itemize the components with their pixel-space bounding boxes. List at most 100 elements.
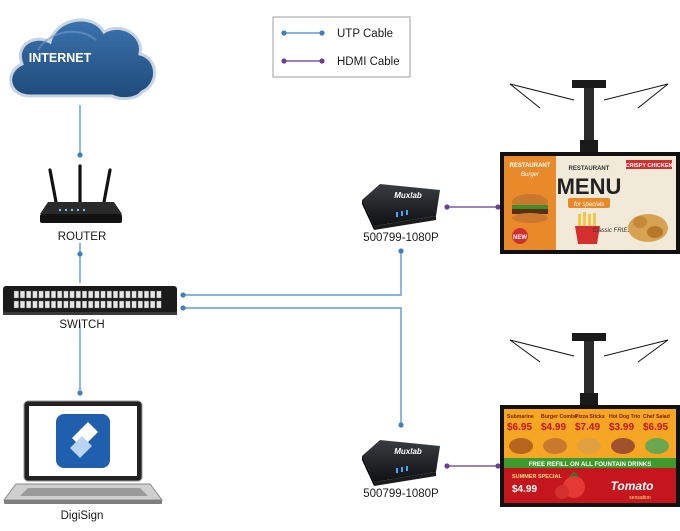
switch-port [32, 290, 38, 299]
menu-header-left-sub: Burger [521, 172, 540, 178]
extender-top: Muxlab 500799-1080P [362, 184, 440, 244]
switch-port [38, 300, 44, 309]
switch-port [20, 300, 26, 309]
menu-item-name: Chef Salad [643, 414, 670, 420]
menu-item: Chef Salad $6.95 [643, 414, 670, 454]
tomato-icon [555, 471, 585, 499]
router: ROUTER [40, 164, 122, 243]
switch-port [88, 300, 94, 309]
switch-port [13, 290, 19, 299]
cable-hdmi-top-dot-b [495, 204, 501, 210]
menu-promo-left: SUMMER SPECIAL [512, 474, 562, 480]
switch-port [100, 300, 106, 309]
cable-switch-extender-bottom-dot-a [180, 305, 186, 311]
cable-internet-router-dot [77, 152, 83, 158]
menu-item-price: $7.49 [575, 422, 600, 433]
switch-port [94, 290, 100, 299]
cables [77, 105, 501, 469]
legend-utp-label: UTP Cable [337, 28, 393, 40]
internet-cloud: INTERNET [9, 18, 156, 101]
food-icon [611, 438, 635, 454]
menu-item-name: Burger Combo [541, 414, 577, 420]
food-icon [509, 438, 533, 454]
switch-port [51, 290, 57, 299]
switch-port [32, 300, 38, 309]
extender-top-label: 500799-1080P [363, 232, 439, 244]
cable-switch-extender-top [183, 251, 402, 296]
switch-port [131, 300, 137, 309]
extender-box-icon [362, 184, 440, 230]
legend-hdmi-label: HDMI Cable [337, 56, 400, 68]
switch-label: SWITCH [59, 319, 104, 331]
menu-title-main: MENU [557, 174, 622, 199]
menu-items: Submarine $6.95 Burger Combo $4.99 Pizza Sti… [507, 414, 670, 454]
menu-item-name: Hot Dog Trio [609, 414, 640, 420]
menu-item-price: $6.95 [507, 422, 532, 433]
switch-port [75, 290, 81, 299]
switch-port [137, 290, 143, 299]
switch-port [137, 300, 143, 309]
menu-item-name: Pizza Sticks [575, 414, 605, 420]
menu-badge: NEW [513, 235, 527, 241]
legend: UTP Cable HDMI Cable [272, 16, 411, 78]
cable-switch-extender-bottom [183, 307, 402, 425]
switch-port [26, 290, 32, 299]
menu-header-right: CRISPY CHICKEN [626, 163, 673, 169]
food-icon [577, 438, 601, 454]
switch-port [26, 300, 32, 309]
menu-title-top: RESTAURANT [569, 166, 610, 172]
laptop: DigiSign [3, 400, 163, 522]
menu-item-price: $6.95 [643, 422, 668, 433]
switch-port [112, 300, 118, 309]
menu-item: Pizza Sticks $7.49 [575, 414, 605, 454]
internet-label: INTERNET [29, 51, 92, 65]
menu-title-sub: for specials [574, 202, 604, 208]
menu-header-right-bg [626, 160, 672, 169]
cable-hdmi-bottom-dot-a [444, 463, 450, 469]
menu-banner-bg [504, 458, 676, 468]
switch-port [106, 290, 112, 299]
switch: SWITCH [3, 286, 177, 331]
switch-port [13, 300, 19, 309]
menu-title-sub-bg [568, 198, 610, 208]
switch-port [119, 300, 125, 309]
extender-box-icon [362, 440, 440, 486]
cable-switch-extender-top-dot-a [180, 292, 186, 298]
menu-item: Submarine $6.95 [507, 414, 534, 454]
badge-icon [512, 228, 528, 244]
switch-port [69, 300, 75, 309]
switch-port [143, 300, 149, 309]
menu-promo-right: Tomato [611, 479, 654, 493]
switch-port [143, 290, 149, 299]
cable-switch-extender-bottom-dot-b [398, 422, 404, 428]
extender-bottom-brand: Muxlab [394, 447, 422, 456]
switch-port [106, 300, 112, 309]
legend-utp-dot-start [281, 30, 287, 36]
ceiling-mount-icon [509, 333, 669, 407]
food-icon [645, 438, 669, 454]
switch-port [44, 300, 50, 309]
switch-port [57, 290, 63, 299]
switch-port [63, 290, 69, 299]
switch-port [81, 300, 87, 309]
legend-box [272, 16, 411, 78]
switch-port [20, 290, 26, 299]
ceiling-mount-icon [509, 80, 669, 154]
switch-port [75, 300, 81, 309]
cable-hdmi-bottom-dot-b [495, 463, 501, 469]
switch-port [112, 290, 118, 299]
switch-port [88, 290, 94, 299]
switch-port [38, 290, 44, 299]
switch-port [156, 290, 162, 299]
menu-promo-right-sub: sensation [629, 495, 651, 501]
router-icon [40, 164, 122, 223]
switch-port [81, 290, 87, 299]
menu-item: Classic FRIES [593, 228, 632, 234]
menu-banner: FREE REFILL ON ALL FOUNTAIN DRINKS [529, 461, 652, 468]
switch-port [63, 300, 69, 309]
menu-item-name: Submarine [507, 414, 534, 420]
cable-switch-laptop-dot [77, 390, 83, 396]
switch-port [69, 290, 75, 299]
menu-item-price: $4.99 [541, 422, 566, 433]
